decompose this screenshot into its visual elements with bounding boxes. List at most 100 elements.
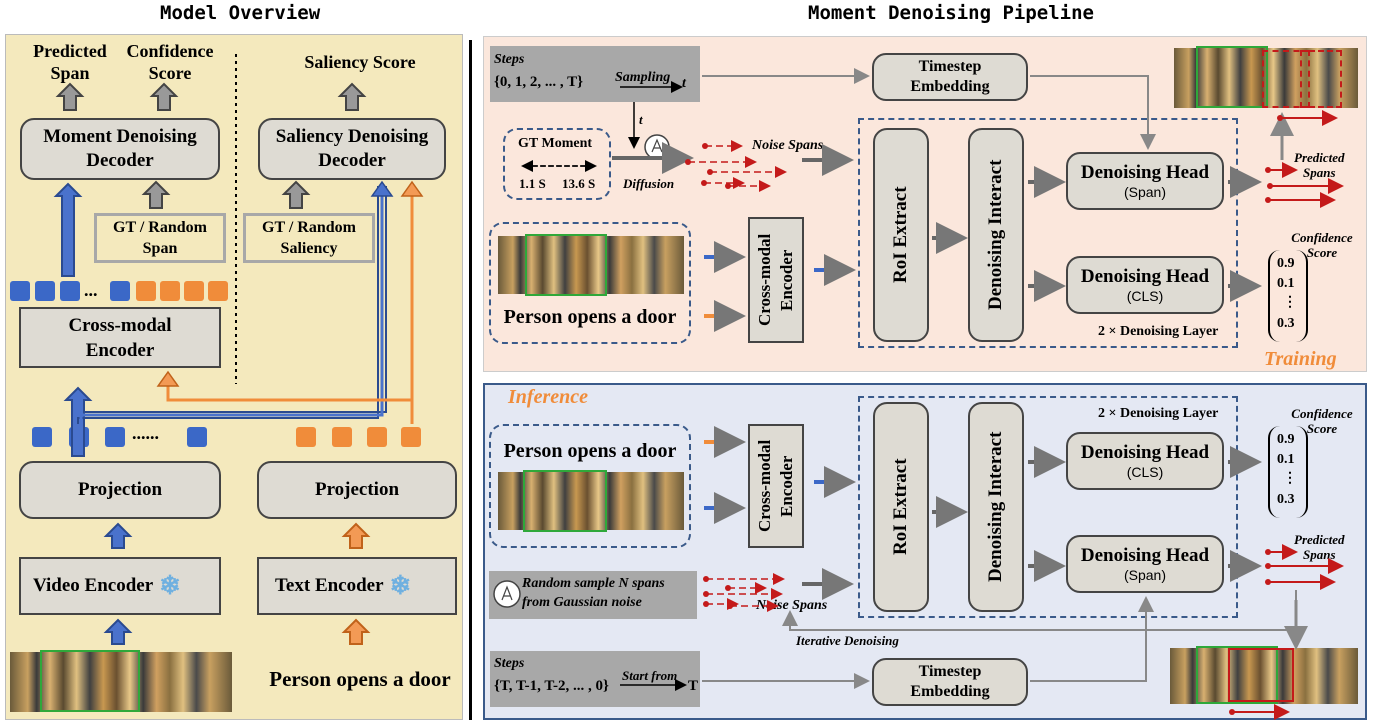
roi-extract-infer: RoI Extract	[873, 402, 929, 612]
query-text-infer: Person opens a door	[503, 440, 677, 462]
cross-modal-encoder-infer: Cross-modal Encoder	[748, 424, 804, 548]
token-orange	[184, 281, 204, 301]
right-title: Moment Denoising Pipeline	[808, 2, 1094, 24]
random-sample-box	[489, 571, 697, 619]
moment-denoising-decoder: Moment Denoising Decoder	[20, 118, 220, 180]
token-blue	[187, 427, 207, 447]
predicted-span-label: Predicted Span	[33, 41, 107, 83]
timestep-embedding-infer: Timestep Embedding	[872, 658, 1028, 706]
score-infer: 0.1	[1277, 452, 1295, 467]
video-frames-left	[10, 652, 232, 712]
steps-box-infer	[490, 651, 700, 707]
training-tag: Training	[1264, 348, 1337, 370]
score-train: 0.9	[1277, 256, 1295, 271]
head-sub: (Span)	[1123, 184, 1167, 200]
video-frames-infer	[498, 472, 684, 530]
token-orange	[160, 281, 180, 301]
head-sub: (CLS)	[1126, 288, 1164, 304]
video-encoder: Video Encoder ❄	[19, 557, 221, 615]
gt-random-saliency-box: GT / Random Saliency	[243, 213, 375, 263]
gt-moment-label: GT Moment	[518, 136, 593, 151]
gt-random-span-box: GT / Random Span	[94, 213, 226, 263]
start-from-label: Start from	[622, 668, 678, 683]
video-frames-train	[498, 236, 684, 294]
timestep-embedding-train: Timestep Embedding	[872, 53, 1028, 101]
token-ellipsis-bottom: ......	[132, 423, 159, 443]
saliency-denoising-decoder: Saliency Denoising Decoder	[258, 118, 446, 180]
gt-start: 1.1 S	[519, 176, 546, 191]
iterative-denoising-label: Iterative Denoising	[796, 633, 899, 648]
token-orange	[208, 281, 228, 301]
gt-window-train-out	[1196, 46, 1268, 108]
denoising-interact-infer: Denoising Interact	[968, 402, 1024, 612]
text-encoder-label: Text Encoder	[275, 575, 384, 596]
gt-window-train	[525, 234, 607, 296]
steps-values-infer: {T, T-1, T-2, ... , 0}	[494, 678, 609, 694]
separator	[469, 40, 472, 720]
score-train: 0.1	[1277, 276, 1295, 291]
gt-end: 13.6 S	[562, 176, 596, 191]
denoising-head-span-infer: Denoising Head (Span)	[1066, 535, 1224, 593]
pred-window-train-out-1	[1262, 50, 1310, 108]
score-train: ⋮	[1283, 295, 1297, 310]
token-orange	[136, 281, 156, 301]
snowflake-icon: ❄	[389, 571, 412, 600]
pred-window-train-out-2	[1300, 50, 1342, 108]
text-encoder: Text Encoder ❄	[257, 557, 457, 615]
token-blue	[32, 427, 52, 447]
token-blue	[10, 281, 30, 301]
noise-spans-label-train: Noise Spans	[752, 138, 824, 153]
T-label: T	[688, 678, 699, 694]
head-label: Denoising Head	[1080, 266, 1210, 287]
t-label: t	[682, 76, 686, 91]
head-label: Denoising Head	[1080, 545, 1210, 566]
token-blue	[35, 281, 55, 301]
predicted-spans-label-train: Predicted Spans	[1294, 150, 1345, 180]
steps-values-train: {0, 1, 2, ... , T}	[494, 74, 584, 90]
token-orange	[401, 427, 421, 447]
score-infer: ⋮	[1283, 471, 1297, 486]
head-sub: (Span)	[1123, 567, 1167, 583]
gt-window-left	[40, 650, 140, 712]
video-encoder-label: Video Encoder	[33, 575, 154, 596]
noise-spans-label-infer: Noise Spans	[756, 598, 828, 613]
gt-moment-box	[503, 128, 611, 200]
video-frames-infer-out	[1170, 648, 1358, 704]
query-text-train: Person opens a door	[503, 306, 677, 328]
denoising-head-cls-train: Denoising Head (CLS)	[1066, 256, 1224, 314]
layer-label-train: 2 × Denoising Layer	[1098, 324, 1219, 339]
gt-window-infer	[523, 470, 607, 532]
steps-box-train	[490, 46, 700, 102]
diffusion-label: Diffusion	[623, 176, 675, 191]
random-sample-label: Random sample N spans from Gaussian nois…	[522, 576, 665, 610]
roi-extract-train: RoI Extract	[873, 128, 929, 342]
head-sub: (CLS)	[1126, 464, 1164, 480]
head-label: Denoising Head	[1080, 442, 1210, 463]
projection-text: Projection	[257, 461, 457, 519]
video-query-box-train	[489, 222, 691, 344]
token-blue	[105, 427, 125, 447]
denoising-head-cls-infer: Denoising Head (CLS)	[1066, 432, 1224, 490]
inference-tag: Inference	[508, 386, 588, 408]
saliency-score-label: Saliency Score	[304, 52, 416, 72]
score-infer: 0.3	[1277, 492, 1295, 507]
snowflake-icon: ❄	[159, 571, 181, 600]
cross-modal-encoder-train: Cross-modal Encoder	[748, 217, 804, 343]
layer-label-infer: 2 × Denoising Layer	[1098, 406, 1219, 421]
predicted-spans-label-infer: Predicted Spans	[1294, 532, 1345, 562]
confidence-score-label-train: Confidence Score	[1291, 230, 1353, 260]
score-bracket-infer	[1268, 426, 1308, 518]
projection-video: Projection	[19, 461, 221, 519]
confidence-score-label: Confidence Score	[126, 41, 214, 83]
head-label: Denoising Head	[1080, 162, 1210, 183]
cross-modal-encoder-left: Cross-modal Encoder	[19, 307, 221, 368]
confidence-score-label-infer: Confidence Score	[1291, 406, 1353, 436]
token-blue	[110, 281, 130, 301]
sampling-label: Sampling	[615, 70, 671, 85]
token-blue	[60, 281, 80, 301]
token-orange	[332, 427, 352, 447]
left-title: Model Overview	[160, 2, 321, 24]
denoising-interact-train: Denoising Interact	[968, 128, 1024, 342]
token-orange	[367, 427, 387, 447]
token-ellipsis: ...	[84, 280, 98, 300]
